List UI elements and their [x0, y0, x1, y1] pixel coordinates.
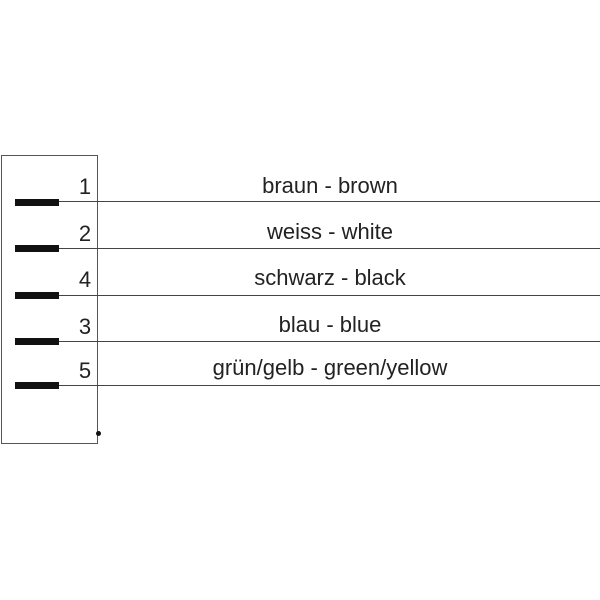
wire-line [59, 201, 600, 202]
pin-number: 3 [78, 314, 92, 339]
wire-label: schwarz - black [254, 265, 406, 290]
pin-contact [15, 382, 59, 389]
pin-number: 4 [78, 267, 92, 292]
wire-label: weiss - white [267, 219, 393, 244]
ground-dot [96, 431, 101, 436]
pin-contact [15, 292, 59, 299]
pin-number: 5 [78, 358, 92, 383]
wire-label: braun - brown [262, 173, 398, 198]
wire-line [59, 385, 600, 386]
pin-contact [15, 199, 59, 206]
pin-number: 2 [78, 221, 92, 246]
pin-contact [15, 245, 59, 252]
wire-line [59, 295, 600, 296]
wire-label: grün/gelb - green/yellow [212, 355, 448, 380]
wire-label: blau - blue [278, 312, 382, 337]
pin-contact [15, 338, 59, 345]
pin-number: 1 [78, 174, 92, 199]
wire-line [59, 248, 600, 249]
wire-line [59, 341, 600, 342]
